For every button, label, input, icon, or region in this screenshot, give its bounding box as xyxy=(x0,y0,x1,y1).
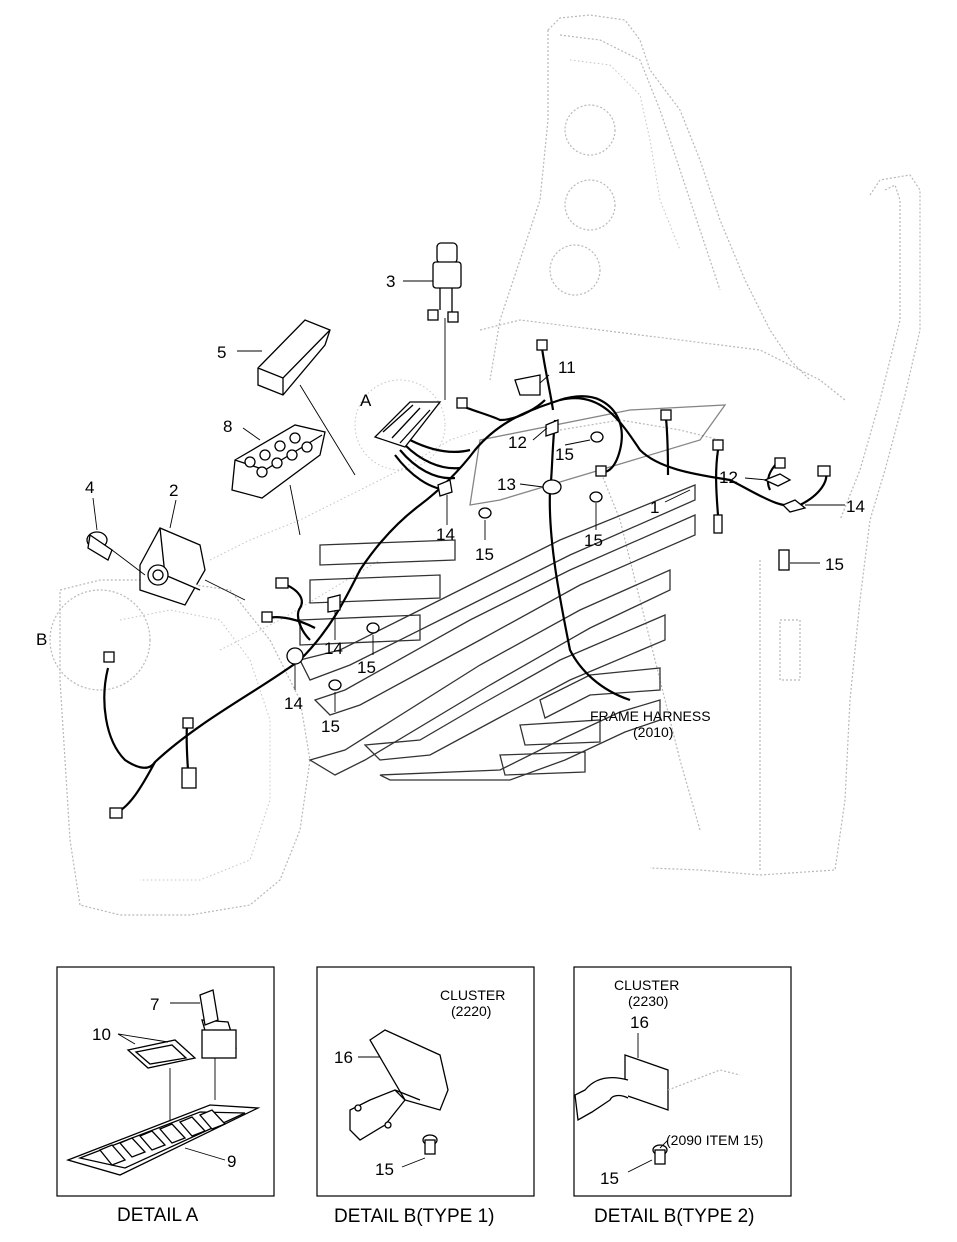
brackets xyxy=(286,374,807,665)
ignition-switch-part-3 xyxy=(427,242,462,323)
detail-b2-caption: DETAIL B(TYPE 2) xyxy=(594,1206,754,1227)
detail-a-panel: 7 10 9 xyxy=(56,966,275,1197)
detail-b1-label-15: 15 xyxy=(375,1160,394,1179)
label-part-11: 11 xyxy=(558,358,576,377)
label-part-8: 8 xyxy=(223,417,232,436)
detail-b2-panel: CLUSTER (2230) 16 (2090 ITEM 15) 15 xyxy=(573,966,792,1197)
detail-b2-ref-note: (2090 ITEM 15) xyxy=(666,1132,763,1148)
label-part-15: 15 xyxy=(357,658,376,677)
detail-b2-label-16: 16 xyxy=(630,1013,649,1032)
meter-part-2 xyxy=(139,527,206,606)
callout-labels: 1 2 3 4 5 8 11 12 12 13 14 14 14 14 15 1… xyxy=(36,272,865,740)
detail-a-caption: DETAIL A xyxy=(117,1205,199,1226)
detail-a-label-9: 9 xyxy=(227,1152,236,1171)
label-part-15: 15 xyxy=(321,717,340,736)
switch-block-a xyxy=(373,401,442,448)
label-part-15: 15 xyxy=(555,445,574,464)
detail-b1-cluster-label: CLUSTER xyxy=(440,987,505,1003)
label-detail-a: A xyxy=(360,391,372,410)
leader-lines xyxy=(92,280,845,712)
label-part-14: 14 xyxy=(436,525,455,544)
label-part-13: 13 xyxy=(497,475,516,494)
detail-a-label-10: 10 xyxy=(92,1025,111,1044)
label-part-3: 3 xyxy=(386,272,395,291)
frame-harness-ref: (2010) xyxy=(633,724,673,740)
connectors xyxy=(103,339,831,819)
label-detail-b: B xyxy=(36,630,47,649)
label-part-15: 15 xyxy=(825,555,844,574)
detail-b1-caption: DETAIL B(TYPE 1) xyxy=(334,1206,494,1227)
detail-b2-label-15: 15 xyxy=(600,1169,619,1188)
label-part-12: 12 xyxy=(508,433,527,452)
label-part-1: 1 xyxy=(650,498,659,517)
label-part-14: 14 xyxy=(284,694,303,713)
label-part-5: 5 xyxy=(217,343,226,362)
label-part-15: 15 xyxy=(475,545,494,564)
label-part-15: 15 xyxy=(584,531,603,550)
label-part-12: 12 xyxy=(719,468,738,487)
cab-frame-outline xyxy=(49,14,921,916)
frame-harness-label: FRAME HARNESS xyxy=(590,708,711,724)
switch-panel-part-8 xyxy=(231,424,326,499)
detail-b1-panel: CLUSTER (2220) 16 15 xyxy=(316,966,535,1197)
label-part-4: 4 xyxy=(85,478,94,497)
bolts xyxy=(328,431,790,691)
detail-b2-cluster-ref: (2230) xyxy=(628,993,668,1009)
label-part-14: 14 xyxy=(324,639,343,658)
label-part-2: 2 xyxy=(169,481,178,500)
main-harness-wires xyxy=(103,347,828,813)
label-part-14: 14 xyxy=(846,497,865,516)
relay-box-part-5 xyxy=(257,319,331,396)
detail-b2-cluster-label: CLUSTER xyxy=(614,977,679,993)
detail-a-label-7: 7 xyxy=(150,995,159,1014)
socket-part-4 xyxy=(86,531,113,561)
detail-b1-cluster-ref: (2220) xyxy=(451,1003,491,1019)
detail-b1-label-16: 16 xyxy=(334,1048,353,1067)
